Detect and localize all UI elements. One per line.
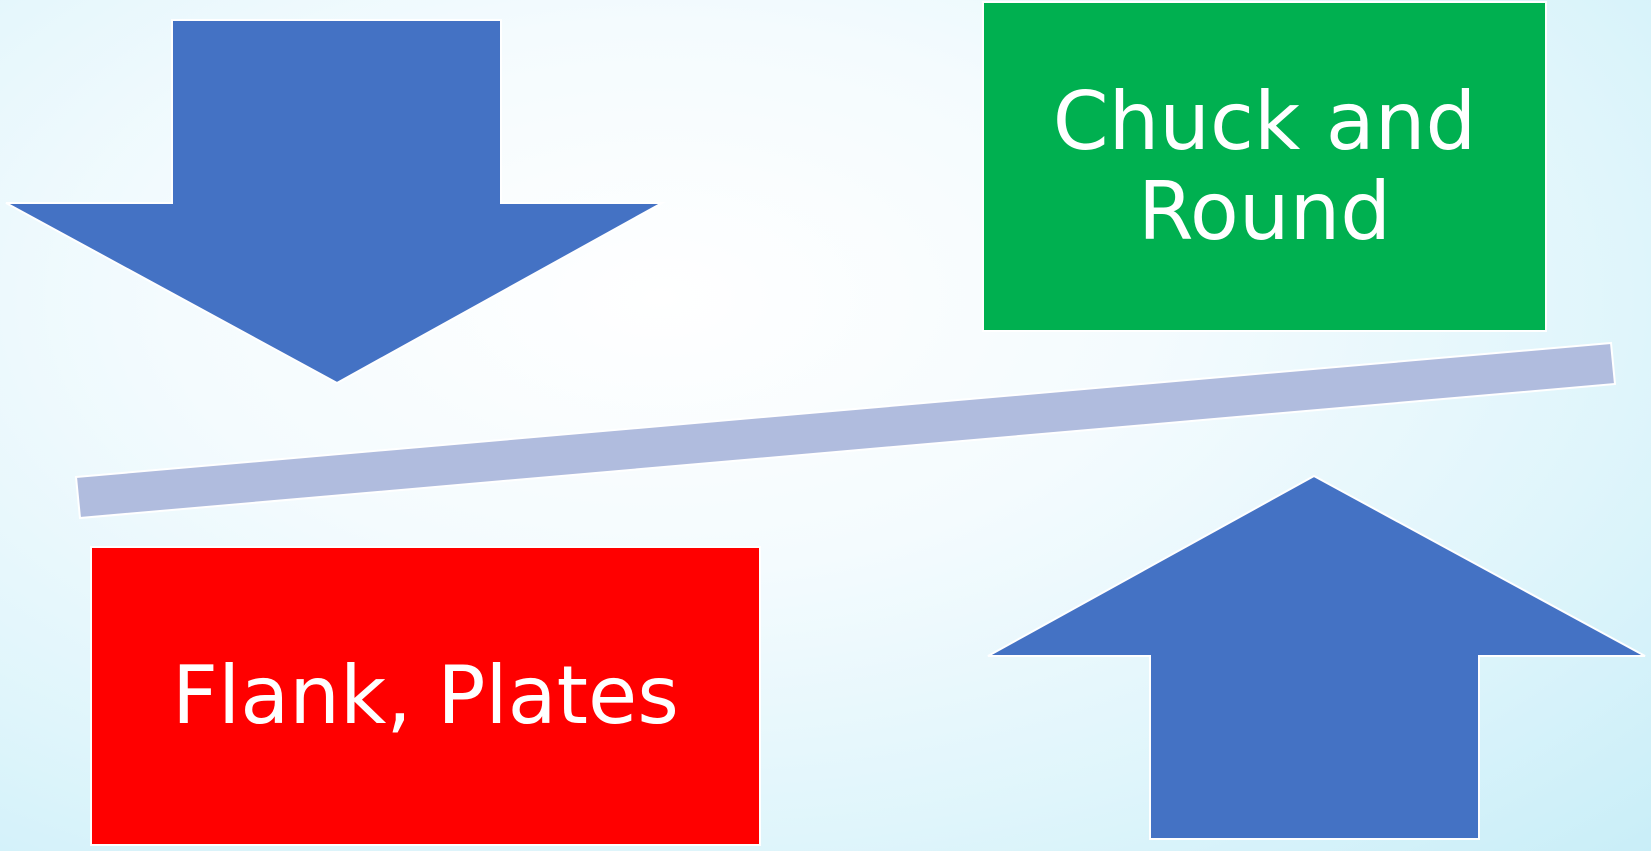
chuck-and-round-label: Chuck and Round xyxy=(1052,74,1477,258)
down-arrow-icon xyxy=(5,19,666,385)
chuck-and-round-box: Chuck and Round xyxy=(982,1,1547,332)
up-arrow-icon xyxy=(987,474,1646,840)
seesaw-beam xyxy=(74,341,1617,520)
flank-plates-box: Flank, Plates xyxy=(90,546,761,846)
flank-plates-label: Flank, Plates xyxy=(172,649,679,743)
